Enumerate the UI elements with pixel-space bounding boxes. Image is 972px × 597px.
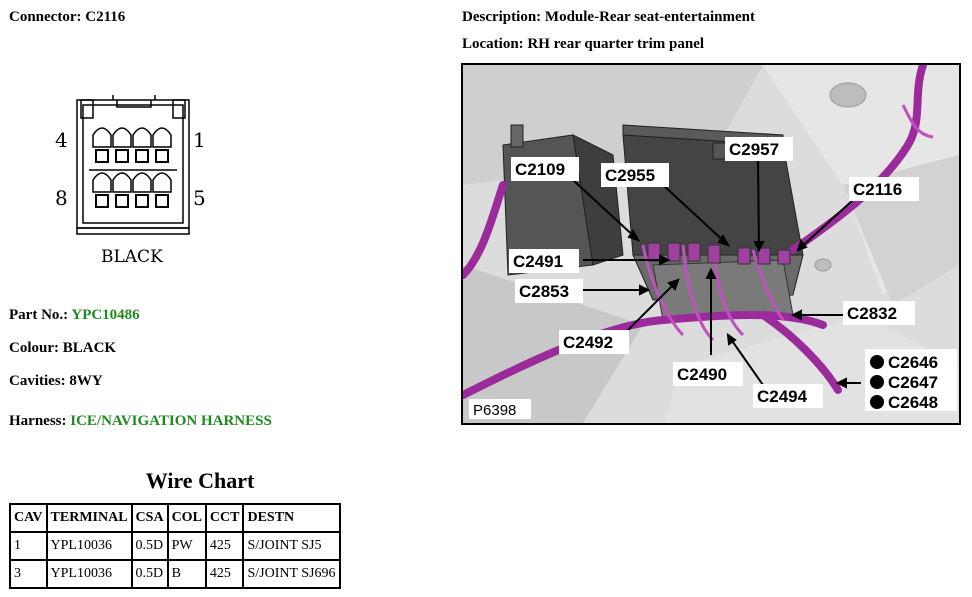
header-cav: CAV — [9, 503, 48, 533]
pin-label-8: 8 — [55, 186, 68, 210]
label-c2646: C2646 — [888, 353, 938, 372]
cell-cav: 3 — [9, 559, 48, 589]
table-header-row: CAV TERMINAL CSA COL CCT DESTN — [9, 503, 341, 533]
cavities-line: Cavities: 8WY — [9, 373, 103, 390]
diagram-colour-caption: BLACK — [101, 247, 163, 267]
cell-cct: 425 — [204, 531, 245, 561]
label-c2492: C2492 — [563, 333, 613, 352]
description-value: Module-Rear seat-entertainment — [544, 9, 755, 25]
header-destn: DESTN — [242, 503, 341, 533]
harness-line: Harness: ICE/NAVIGATION HARNESS — [9, 413, 272, 430]
label-c2494: C2494 — [757, 387, 808, 406]
cell-csa: 0.5D — [130, 531, 169, 561]
wire-chart-table: CAV TERMINAL CSA COL CCT DESTN 1 YPL1003… — [9, 503, 341, 589]
part-no-label: Part No.: — [9, 307, 69, 323]
header-terminal: TERMINAL — [45, 503, 133, 533]
connector-line: Connector: C2116 — [9, 9, 125, 26]
header-cct: CCT — [204, 503, 245, 533]
location-label: Location: — [462, 36, 524, 52]
label-c2109: C2109 — [515, 160, 565, 179]
cell-destn: S/JOINT SJ5 — [242, 531, 341, 561]
cell-csa: 0.5D — [130, 559, 169, 589]
colour-line: Colour: BLACK — [9, 340, 116, 357]
header-col: COL — [166, 503, 207, 533]
colour-label: Colour: — [9, 340, 59, 356]
location-photo: C2109 C2955 C2957 C2116 C2491 C2853 C283… — [461, 63, 961, 425]
label-c2832: C2832 — [847, 304, 897, 323]
label-c2490: C2490 — [677, 365, 727, 384]
connector-face-diagram: 4 1 8 5 BLACK — [55, 95, 206, 267]
part-no-line: Part No.: YPC10486 — [9, 307, 140, 324]
label-c2647: C2647 — [888, 373, 938, 392]
cavities-label: Cavities: — [9, 373, 66, 389]
label-c2491: C2491 — [513, 252, 563, 271]
cavities-value: 8WY — [69, 373, 103, 389]
cell-destn: S/JOINT SJ696 — [242, 559, 341, 589]
description-line: Description: Module-Rear seat-entertainm… — [462, 9, 755, 26]
location-photo-illustration: C2109 C2955 C2957 C2116 C2491 C2853 C283… — [463, 65, 959, 423]
connector-value: C2116 — [85, 9, 126, 25]
harness-label: Harness: — [9, 413, 67, 429]
part-no-value: YPC10486 — [71, 307, 140, 323]
table-row: 3 YPL10036 0.5D B 425 S/JOINT SJ696 — [9, 559, 341, 589]
header-csa: CSA — [130, 503, 169, 533]
harness-value: ICE/NAVIGATION HARNESS — [70, 413, 272, 429]
location-value: RH rear quarter trim panel — [527, 36, 705, 52]
cell-terminal: YPL10036 — [45, 531, 133, 561]
label-c2955: C2955 — [605, 166, 655, 185]
pin-label-1: 1 — [193, 128, 206, 152]
cell-terminal: YPL10036 — [45, 559, 133, 589]
photo-image-id: P6398 — [473, 402, 516, 419]
cell-cct: 425 — [204, 559, 245, 589]
cell-cav: 1 — [9, 531, 48, 561]
colour-value: BLACK — [62, 340, 117, 356]
description-label: Description: — [462, 9, 542, 25]
label-c2853: C2853 — [519, 282, 569, 301]
table-row: 1 YPL10036 0.5D PW 425 S/JOINT SJ5 — [9, 531, 341, 561]
wire-chart-title: Wire Chart — [145, 468, 255, 493]
cell-col: B — [166, 559, 207, 589]
pin-label-4: 4 — [55, 128, 68, 152]
pin-label-5: 5 — [193, 186, 206, 210]
label-c2648: C2648 — [888, 393, 938, 412]
cell-col: PW — [166, 531, 207, 561]
connector-label: Connector: — [9, 9, 82, 25]
label-c2116: C2116 — [853, 180, 902, 199]
location-line: Location: RH rear quarter trim panel — [462, 36, 704, 53]
label-c2957: C2957 — [729, 140, 779, 159]
